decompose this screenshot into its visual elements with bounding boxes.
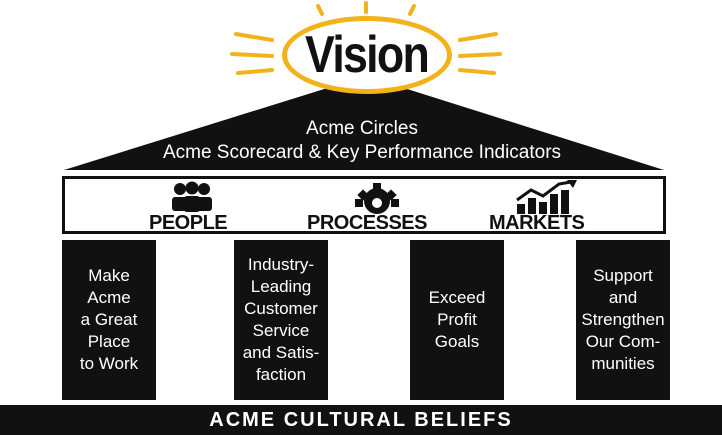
column-profit-goals: Exceed Profit Goals xyxy=(410,240,504,400)
roof-line-1: Acme Circles xyxy=(306,118,418,139)
pillars-banner: PEOPLE PROCESSES MARKETS xyxy=(62,176,666,234)
column-text: Support and Strengthen Our Com- munities xyxy=(581,266,665,373)
gears-icon xyxy=(355,183,399,214)
column-great-place: Make Acme a Great Place to Work xyxy=(62,240,156,400)
pillar-label-markets: MARKETS xyxy=(489,212,585,234)
pillar-label-people: PEOPLE xyxy=(149,212,228,234)
column-text: Make Acme a Great Place to Work xyxy=(79,266,139,373)
column-communities: Support and Strengthen Our Com- munities xyxy=(576,240,670,400)
roof-line-2: Acme Scorecard & Key Performance Indicat… xyxy=(162,142,562,163)
growth-chart-icon xyxy=(516,180,577,214)
column-customer-service: Industry- Leading Customer Service and S… xyxy=(234,240,328,400)
pillar-label-processes: PROCESSES xyxy=(307,212,427,234)
people-icon xyxy=(172,181,212,212)
vision-title: Vision xyxy=(305,26,430,84)
column-text: Exceed Profit Goals xyxy=(428,288,486,351)
vision-oval: Vision xyxy=(282,16,452,94)
column-text: Industry- Leading Customer Service and S… xyxy=(242,255,320,384)
foundation-bar: ACME CULTURAL BELIEFS xyxy=(0,405,722,435)
